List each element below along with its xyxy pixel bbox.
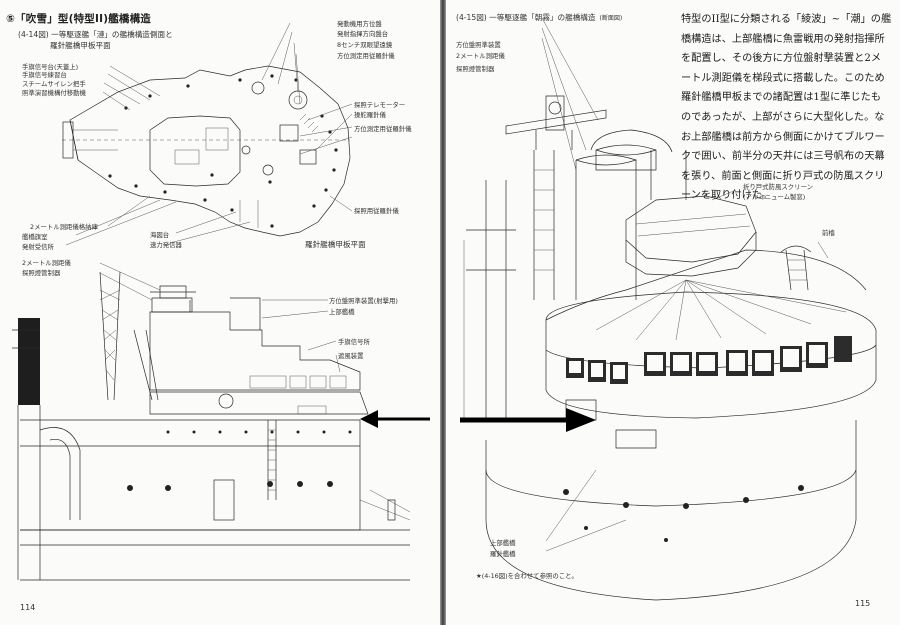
side-label: 遮風装置 <box>338 352 364 360</box>
right-footnote: ★(4-16図)を合わせて参照のこと。 <box>476 572 578 580</box>
plan-label: 手旗信号練習台 <box>22 71 67 79</box>
left-page: ⑤「吹雪」型(特型II)艦橋構造 (4-14図) 一等駆逐艦「漣」の艦橋構造側面… <box>0 0 440 625</box>
side-label: 方位盤照準装置(射撃用) <box>329 297 398 305</box>
left-figure-caption-line1: (4-14図) 一等駆逐艦「漣」の艦橋構造側面と <box>18 30 173 39</box>
left-arrow <box>360 410 430 428</box>
body-line: 特型のII型に分類される「綾波」~「潮」の艦 <box>681 14 892 25</box>
bridge-side-elevation-drawing <box>12 262 411 581</box>
plan-label: 方位測定用従羅針儀 <box>354 125 412 133</box>
side-label: 手旗信号所 <box>338 338 370 346</box>
plan-label: 手旗信号台(天蓋上) <box>22 63 79 71</box>
plan-label: 8センチ双眼望遠鏡 <box>337 41 393 49</box>
right-figure-caption: (4-15図) 一等駆逐艦「朝霧」の艦橋構造(断面図) <box>456 12 622 23</box>
right-body-text: 特型のII型に分類される「綾波」~「潮」の艦 橋構造は、上部艦橋に魚雷戦用の発射… <box>681 10 891 206</box>
side-label: 探照燈管制器 <box>22 269 61 277</box>
plan-caption: 羅針艦橋甲板平面 <box>305 240 366 249</box>
body-line: 橋構造は、上部艦橋に魚雷戦用の発射指揮所 <box>681 33 885 45</box>
right-figure-caption-note: (断面図) <box>599 15 623 22</box>
right-page-drawing <box>460 17 877 601</box>
bridge-deck-plan-drawing <box>62 22 353 246</box>
left-page-number: 114 <box>20 603 36 612</box>
right-page: (4-15図) 一等駆逐艦「朝霧」の艦橋構造(断面図) 方位盤照準装置 2メート… <box>446 0 900 625</box>
plan-label: スチームサイレン把手 <box>22 80 86 88</box>
left-page-drawing <box>12 22 430 581</box>
cutaway-label: 上部艦橋 <box>490 539 516 547</box>
right-page-number: 115 <box>855 599 871 608</box>
mast-label: 前檣 <box>822 229 835 237</box>
cutaway-label: 羅針艦橋 <box>490 550 516 558</box>
plan-label: 探照テレモーター <box>354 101 406 109</box>
side-label: 上部艦橋 <box>329 308 355 316</box>
cutaway-label: 方位盤照準装置 <box>456 41 501 49</box>
body-line: ートル測距儀を梯段式に搭載した。このため <box>681 72 885 84</box>
left-figure-caption-line2: 羅針艦橋甲板平面 <box>50 41 111 50</box>
plan-label: 発射受信所 <box>22 243 54 251</box>
body-line: を張り、前面と側面に折り戸式の防風スクリ <box>681 170 885 182</box>
plan-label: 発動機用方位盤 <box>337 20 382 28</box>
plan-label: 探照用従羅針儀 <box>354 207 399 215</box>
cutaway-label: 2メートル測距儀 <box>456 52 505 60</box>
side-label: 2メートル測距儀 <box>22 259 71 267</box>
right-arrow <box>460 408 596 432</box>
right-figure-caption-text: (4-15図) 一等駆逐艦「朝霧」の艦橋構造 <box>456 13 596 22</box>
body-line: ーンを取り付けた。 <box>681 190 773 202</box>
plan-label: 艦橋旗室 <box>22 233 48 241</box>
left-section-title: ⑤「吹雪」型(特型II)艦橋構造 <box>6 13 152 25</box>
screen-label-line1: 折り戸式防風スクリーン <box>743 183 813 191</box>
body-line: を配置し、その後方に方位盤射撃装置と2メ <box>681 53 882 65</box>
body-line: 羅針艦橋甲板までの諸配置は1型に準じたも <box>681 92 882 104</box>
plan-label: 海図台 <box>150 231 170 239</box>
plan-label: 方位測定用従羅針儀 <box>337 52 395 60</box>
plan-label: 発射指揮方向盤台 <box>337 30 389 38</box>
plan-label: 速力発信器 <box>150 241 182 249</box>
body-line: のであったが、上部がさらに大型化した。な <box>681 111 885 123</box>
plan-label: 操舵羅針儀 <box>354 111 386 119</box>
body-line: お上部艦橋は前方から側面にかけてブルワー <box>681 131 885 143</box>
body-line: クで囲い、前半分の天井には三号帆布の天幕 <box>681 151 885 163</box>
screen-label-line2: (アルミニューム製窓) <box>743 193 806 201</box>
plan-label: 2メートル測距儀格納庫 <box>30 223 98 231</box>
book-gutter <box>440 0 446 625</box>
plan-label: 照準演習機構付移動機 <box>22 89 86 97</box>
bridge-cutaway-drawing <box>463 17 877 601</box>
cutaway-label: 探照燈管制器 <box>456 65 495 73</box>
